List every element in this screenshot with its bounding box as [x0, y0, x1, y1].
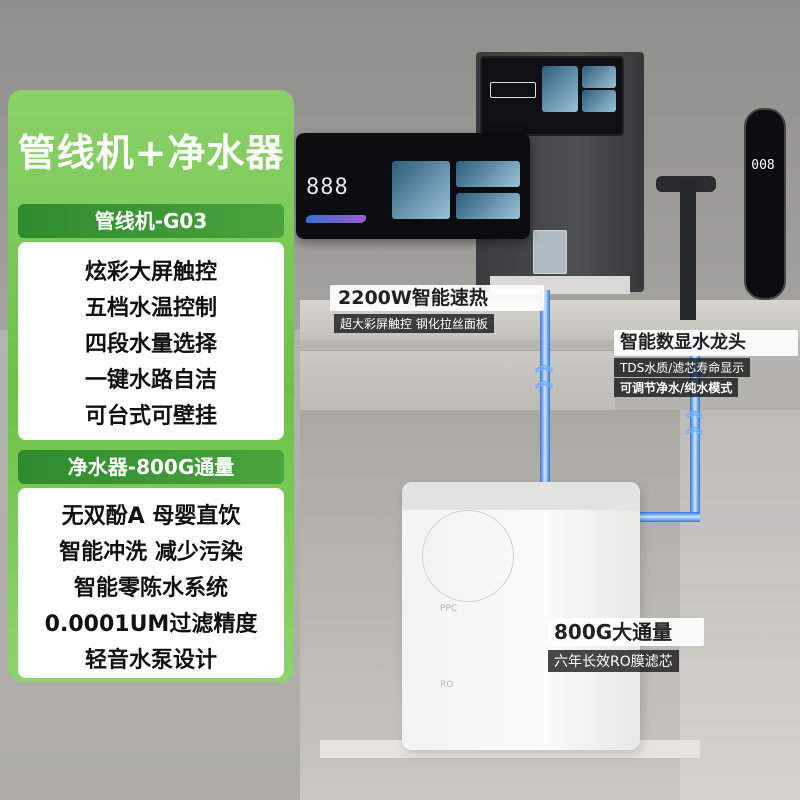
- water-pipe-left: [540, 290, 550, 490]
- water-glass: [533, 230, 567, 274]
- purifier-feature-box: [18, 488, 284, 678]
- faucet-stem: [680, 180, 696, 320]
- faucet-callout-title: 智能数显水龙头: [614, 330, 798, 356]
- faucet-callout-sub2: 可调节净水/纯水模式: [614, 378, 739, 397]
- panel-wave-graphic: [304, 215, 368, 223]
- water-pipe-right: [690, 330, 700, 520]
- purifier-logo-circle: [422, 510, 514, 602]
- pipeline-feature: 一键水路自洁: [84, 368, 217, 393]
- purifier-ro-label: RO: [440, 680, 454, 690]
- control-panel-zoom: 888: [296, 133, 530, 239]
- water-pipe-link: [640, 512, 700, 522]
- flow-chevron-icon: ︽: [685, 401, 703, 422]
- pipeline-feature: 五档水温控制: [84, 296, 217, 321]
- cabinet-right-panel: [680, 410, 800, 800]
- section-head-purifier: 净水器-800G通量: [18, 450, 284, 484]
- pipeline-feature-box: [18, 242, 284, 440]
- panel-tile-top: [456, 161, 520, 187]
- faucet-display-panel: [744, 108, 786, 300]
- flow-chevron-icon: ︽: [535, 371, 553, 392]
- pipeline-feature: 可台式可壁挂: [84, 404, 217, 429]
- purifier-feature: 轻音水泵设计: [84, 648, 217, 673]
- purifier-feature: 智能零陈水系统: [73, 576, 228, 601]
- flow-chevron-icon: ︽: [535, 355, 553, 376]
- heating-callout-sub: 超大彩屏触控 钢化拉丝面板: [334, 314, 494, 333]
- flow-chevron-icon: ︽: [685, 417, 703, 438]
- purifier-ppc-label: PPC: [440, 604, 458, 614]
- card-title: 管线机+净水器: [17, 131, 285, 175]
- panel-tile-main: [392, 161, 450, 219]
- purifier-top: [402, 482, 640, 510]
- flow-callout-sub: 六年长效RO膜滤芯: [548, 650, 679, 672]
- purifier-feature: 智能冲洗 减少污染: [59, 540, 243, 565]
- section-head-pipeline: 管线机-G03: [18, 204, 284, 238]
- faucet-digit-display: 008: [751, 158, 775, 173]
- faucet-callout-sub1: TDS水质/滤芯寿命显示: [614, 358, 751, 377]
- purifier-feature: 无双酚A 母婴直饮: [61, 504, 241, 529]
- flow-callout-title: 800G大通量: [548, 618, 704, 646]
- machine-screen: [480, 56, 624, 136]
- drawer: [300, 350, 615, 411]
- heating-callout-title: 2200W智能速热: [330, 285, 544, 311]
- purifier-feature: 0.0001UM过滤精度: [44, 612, 258, 637]
- pipeline-feature: 四段水量选择: [84, 332, 217, 357]
- panel-tile-bottom: [456, 193, 520, 219]
- pipeline-feature: 炫彩大屏触控: [84, 260, 217, 285]
- panel-digit-display: 888: [306, 175, 349, 200]
